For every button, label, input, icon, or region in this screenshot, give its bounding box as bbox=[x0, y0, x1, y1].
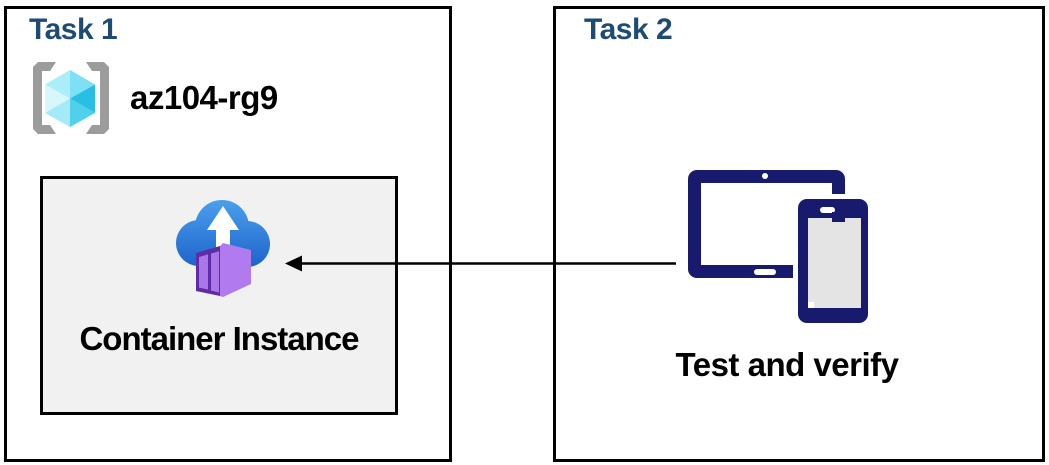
resource-group-icon bbox=[33, 62, 109, 134]
task1-box: Task 1 az104-rg9 bbox=[4, 6, 452, 462]
container-instance-label: Container Instance bbox=[79, 320, 359, 357]
test-and-verify-label: Test and verify bbox=[675, 346, 899, 383]
phone-screen bbox=[808, 218, 861, 308]
resource-group: az104-rg9 bbox=[29, 62, 278, 134]
container-instances-icon bbox=[176, 200, 270, 297]
task2-title: Task 2 bbox=[584, 13, 673, 46]
resource-group-name: az104-rg9 bbox=[130, 79, 278, 116]
tablet-camera-dot bbox=[762, 173, 768, 179]
tablet-home-button bbox=[754, 269, 776, 275]
tablet-and-phone-icon bbox=[688, 170, 873, 326]
task1-title: Task 1 bbox=[29, 13, 118, 46]
task2-box: Task 2 Test and verify bbox=[553, 6, 1045, 462]
container-instance-box: Container Instance bbox=[40, 176, 398, 415]
phone-speaker bbox=[820, 207, 835, 213]
